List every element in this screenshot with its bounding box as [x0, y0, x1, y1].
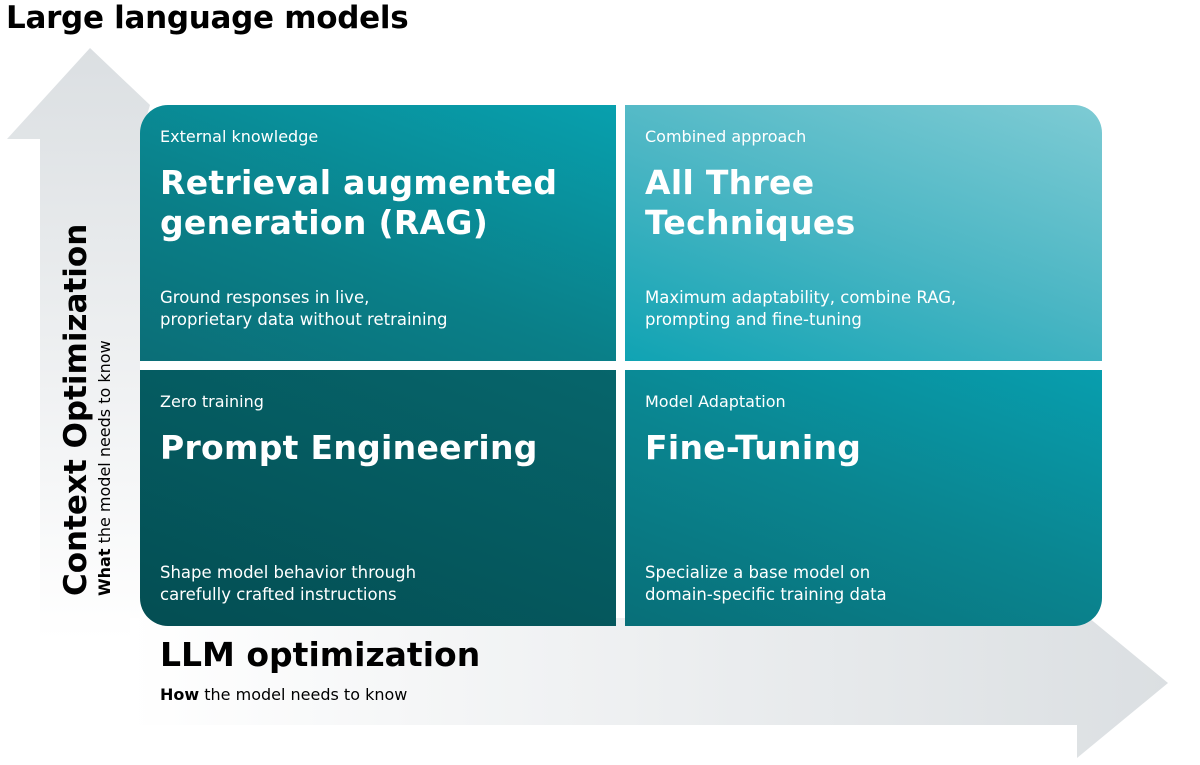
vertical-arrow [7, 48, 150, 640]
desc-line: Specialize a base model on [645, 563, 871, 582]
page-title: Large language models [6, 0, 409, 36]
desc-line: proprietary data without retraining [160, 310, 448, 329]
y-axis-label: Context Optimization What the model need… [58, 224, 116, 596]
y-axis-subtitle: What the model needs to know [94, 224, 116, 596]
quadrant-heading: All Three Techniques [645, 163, 856, 243]
heading-line: Techniques [645, 203, 856, 242]
x-axis-title: LLM optimization [160, 635, 481, 674]
quadrant-rag: External knowledge Retrieval augmented g… [140, 105, 616, 361]
quadrant-subtitle: Zero training [160, 392, 264, 411]
desc-line: Maximum adaptability, combine RAG, [645, 288, 957, 307]
quadrant-grid: External knowledge Retrieval augmented g… [140, 105, 1102, 626]
y-axis-sub-rest: the model needs to know [95, 340, 114, 549]
quadrant-description: Ground responses in live, proprietary da… [160, 287, 448, 331]
y-axis-title: Context Optimization [58, 223, 94, 596]
heading-line: Prompt Engineering [160, 428, 538, 467]
y-axis-sub-bold: What [95, 548, 114, 596]
quadrant-heading: Retrieval augmented generation (RAG) [160, 163, 557, 243]
x-axis-sub-bold: How [160, 685, 200, 704]
quadrant-heading: Fine-Tuning [645, 428, 861, 468]
heading-line: All Three [645, 163, 815, 202]
x-axis-subtitle: How the model needs to know [160, 685, 480, 704]
quadrant-subtitle: External knowledge [160, 127, 319, 146]
desc-line: Shape model behavior through [160, 563, 417, 582]
quadrant-prompt-engineering: Zero training Prompt Engineering Shape m… [140, 370, 616, 626]
quadrant-subtitle: Combined approach [645, 127, 807, 146]
quadrant-all-three: Combined approach All Three Techniques M… [625, 105, 1102, 361]
desc-line: Ground responses in live, [160, 288, 370, 307]
heading-line: Fine-Tuning [645, 428, 862, 467]
x-axis-label: LLM optimization How the model needs to … [160, 635, 480, 704]
quadrant-subtitle: Model Adaptation [645, 392, 786, 411]
x-axis-sub-rest: the model needs to know [199, 685, 408, 704]
desc-line: prompting and fine-tuning [645, 310, 862, 329]
quadrant-description: Specialize a base model on domain-specif… [645, 562, 887, 606]
quadrant-fine-tuning: Model Adaptation Fine-Tuning Specialize … [625, 370, 1102, 626]
quadrant-description: Shape model behavior through carefully c… [160, 562, 416, 606]
desc-line: carefully crafted instructions [160, 585, 397, 604]
horizontal-arrow [130, 608, 1168, 758]
desc-line: domain-specific training data [645, 585, 887, 604]
quadrant-heading: Prompt Engineering [160, 428, 538, 468]
heading-line: generation (RAG) [160, 203, 489, 242]
heading-line: Retrieval augmented [160, 163, 558, 202]
quadrant-description: Maximum adaptability, combine RAG, promp… [645, 287, 956, 331]
